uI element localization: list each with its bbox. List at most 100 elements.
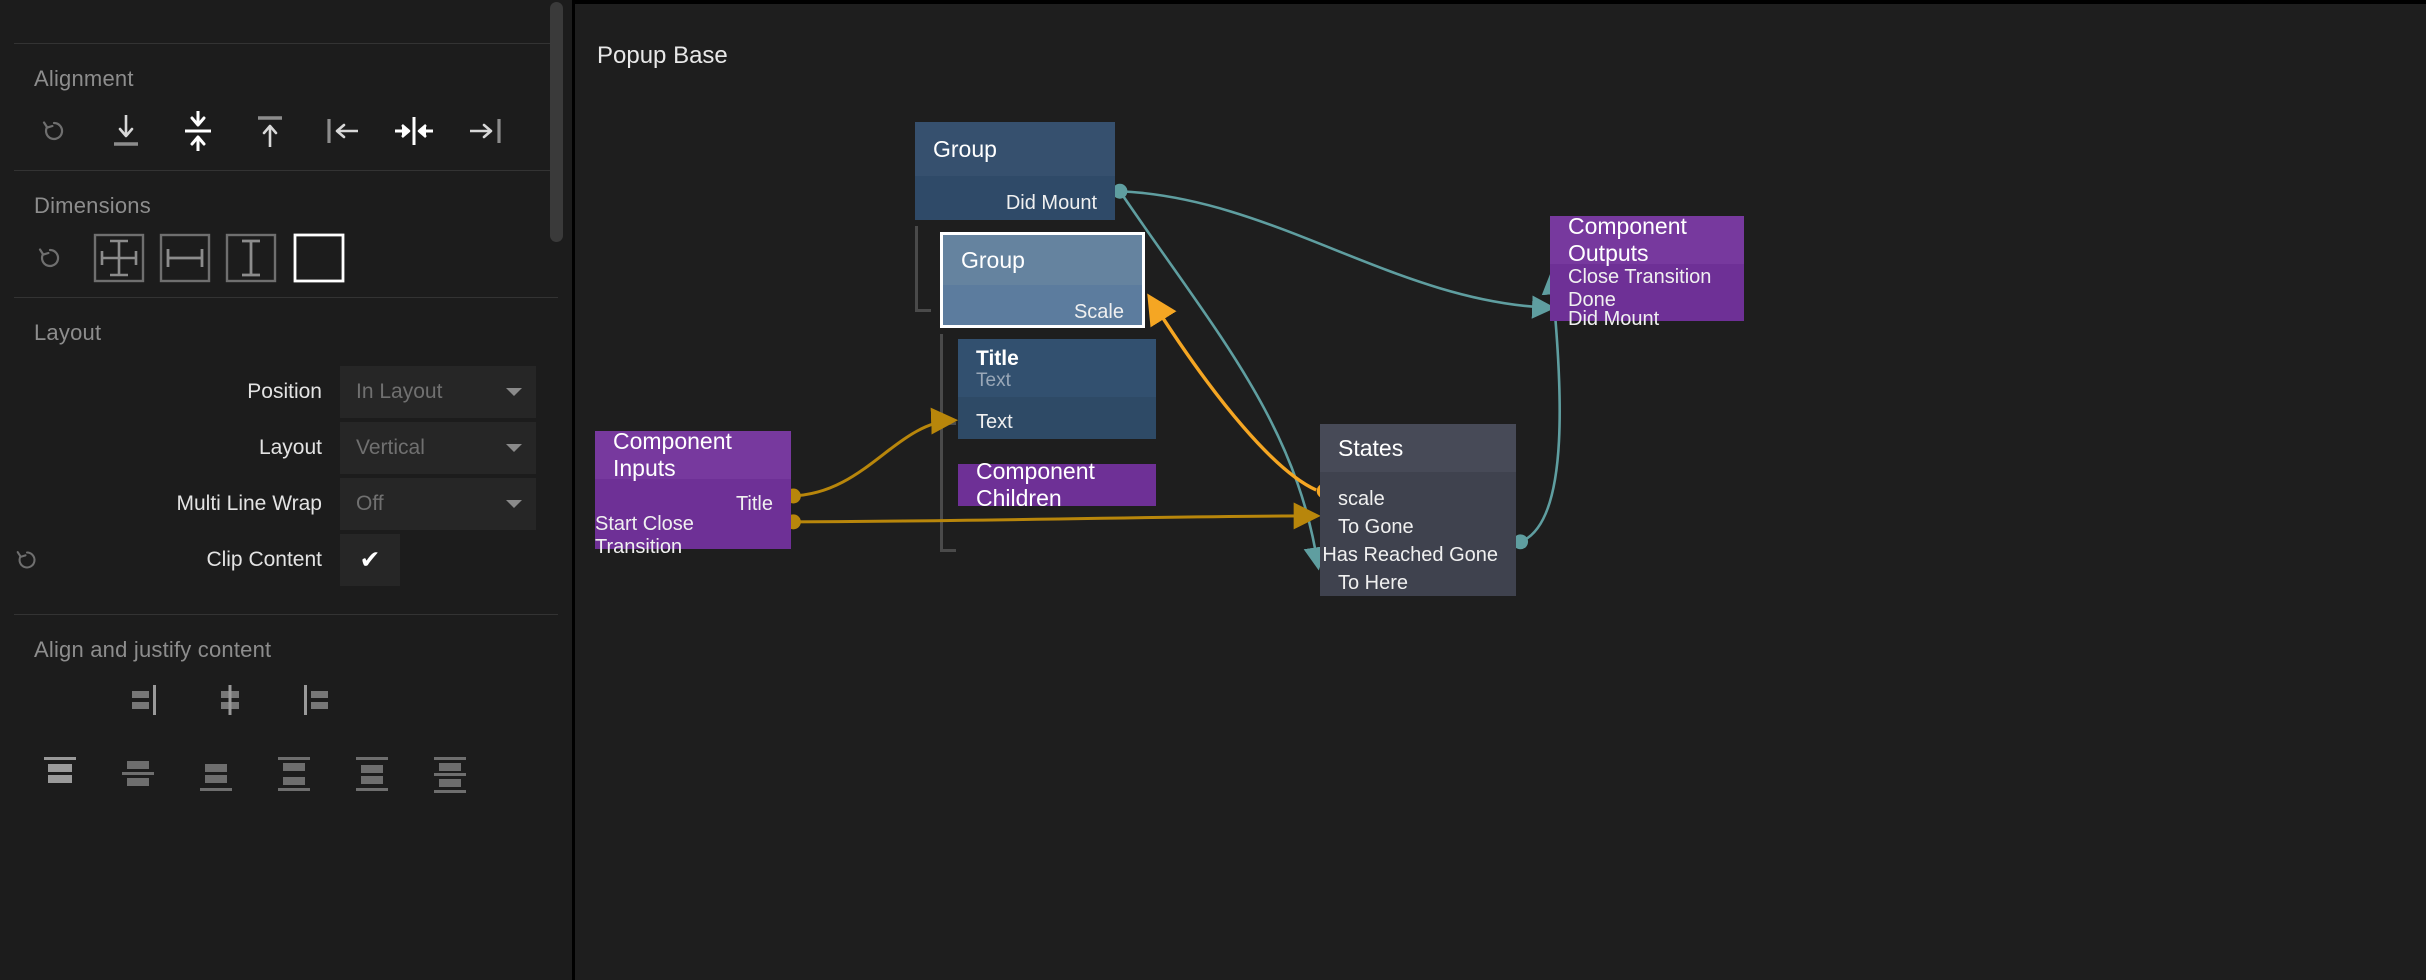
chevron-down-icon [506,500,522,508]
node-group-selected-header: Group [943,235,1142,285]
node-component-children[interactable]: Component Children [958,458,1156,511]
port-in-to-gone[interactable]: To Gone [1338,515,1414,538]
tree-line-horizontal-2 [940,422,956,425]
layout-form: Position In Layout Layout Vertical Multi… [0,346,572,614]
port-out-did-mount[interactable]: Did Mount [1005,191,1097,214]
align-top-icon[interactable] [234,100,306,162]
node-component-outputs-header: Component Outputs [1550,213,1744,266]
node-group-selected[interactable]: Group Scale [940,232,1145,328]
divider [14,297,558,298]
edge-scale-to-groupscale [1147,293,1317,492]
align-content-center-icon[interactable] [110,746,166,802]
align-content-end-icon[interactable] [188,746,244,802]
node-graph-canvas[interactable]: Popup Base [575,0,2426,980]
inspector-scrollbar[interactable] [550,2,563,242]
checkbox-clip-content[interactable]: ✔ [340,534,400,586]
canvas-title: Popup Base [597,42,728,69]
select-multi-line-wrap-value: Off [356,492,384,515]
label-clip-content: Clip Content [206,548,322,571]
section-title-dimensions: Dimensions [34,193,151,218]
reset-clip-content-icon[interactable] [10,543,44,577]
port-in-did-mount[interactable]: Did Mount [1568,307,1660,330]
port-out-start-close-transition[interactable]: Start Close Transition [595,513,694,558]
node-component-outputs[interactable]: Component Outputs Close Transition Done … [1550,213,1744,330]
tree-line-vertical-1 [915,226,918,312]
align-left-icon[interactable] [306,100,378,162]
select-multi-line-wrap[interactable]: Off [340,478,536,530]
port-out-scale[interactable]: Scale [1073,300,1124,323]
node-component-children-header: Component Children [976,458,1095,511]
section-alignment: Alignment [0,44,572,170]
node-component-outputs-body: Close Transition Done Did Mount [1550,266,1744,332]
check-icon: ✔ [359,545,381,574]
layout-row-layout: Layout Vertical [0,420,572,476]
align-bottom-icon[interactable] [90,100,162,162]
justify-content-end-icon[interactable] [286,671,342,727]
divider [14,43,558,44]
node-title-text[interactable]: Title Text Text [958,339,1156,439]
port-in-close-transition-done[interactable]: Close Transition Done [1568,266,1712,311]
tree-line-horizontal-1 [915,309,931,312]
select-layout[interactable]: Vertical [340,422,536,474]
section-dimensions: Dimensions [0,171,572,297]
port-out-title[interactable]: Title [735,492,773,515]
chevron-down-icon [506,388,522,396]
align-content-row [0,735,572,813]
divider [14,170,558,171]
size-height-icon[interactable] [218,227,284,289]
align-content-space-between-icon[interactable] [266,746,322,802]
node-title-subheader: Text [976,370,1011,392]
align-content-space-evenly-icon[interactable] [422,746,478,802]
edge-didmount-to-outputs [1119,189,1556,319]
tree-line-vertical-2 [940,334,943,552]
node-component-inputs-body: Title Start Close Transition [595,491,791,559]
label-multi-line-wrap: Multi Line Wrap [176,492,322,515]
node-title-header: Title [976,347,1019,370]
node-group-outer[interactable]: Group Did Mount [915,122,1115,220]
justify-content-row [0,663,572,735]
size-width-icon[interactable] [152,227,218,289]
section-align-justify: Align and justify content [0,615,572,813]
size-fixed-icon[interactable] [284,227,354,289]
align-right-icon[interactable] [450,100,522,162]
align-horizontal-center-icon[interactable] [378,100,450,162]
edge-title-to-text [791,407,959,498]
node-component-inputs[interactable]: Component Inputs Title Start Close Trans… [595,428,791,559]
justify-content-start-icon[interactable] [118,671,174,727]
port-in-text[interactable]: Text [976,410,1013,433]
section-title-align-justify: Align and justify content [34,637,272,662]
select-position[interactable]: In Layout [340,366,536,418]
node-states[interactable]: States scale To Gone Has Reached Gone To… [1320,424,1516,596]
reset-alignment-icon[interactable] [18,100,90,162]
layout-row-position: Position In Layout [0,364,572,420]
section-layout: Layout Position In Layout Layout Vertica… [0,298,572,614]
edge-startclose-to-togone [791,502,1321,530]
reset-dimensions-icon[interactable] [14,227,86,289]
node-group-outer-header: Group [915,122,1115,176]
chevron-down-icon [506,444,522,452]
layout-row-clip-content: Clip Content ✔ [0,532,572,588]
inspector-top-spacer [0,0,572,43]
justify-content-center-icon[interactable] [202,671,258,727]
node-title-body: Text [958,409,1156,435]
align-content-start-icon[interactable] [32,746,88,802]
node-group-selected-body: Scale [943,299,1142,325]
layout-row-multi-line-wrap: Multi Line Wrap Off [0,476,572,532]
node-states-body: scale To Gone Has Reached Gone To Here [1320,486,1516,596]
node-component-inputs-header: Component Inputs [595,428,791,481]
section-title-alignment: Alignment [34,66,134,91]
section-title-layout: Layout [34,320,102,345]
align-content-space-around-icon[interactable] [344,746,400,802]
label-position: Position [247,380,322,403]
divider [14,614,558,615]
port-in-to-here[interactable]: To Here [1338,571,1409,594]
size-both-icon[interactable] [86,227,152,289]
port-in-scale[interactable]: scale [1338,487,1385,510]
dimensions-icon-row [0,219,572,297]
tree-line-horizontal-3 [940,549,956,552]
select-position-value: In Layout [356,380,443,403]
node-states-header: States [1320,424,1516,472]
port-out-has-reached-gone[interactable]: Has Reached Gone [1322,543,1498,566]
align-vertical-center-icon[interactable] [162,100,234,162]
inspector-panel: Alignment [0,0,575,980]
